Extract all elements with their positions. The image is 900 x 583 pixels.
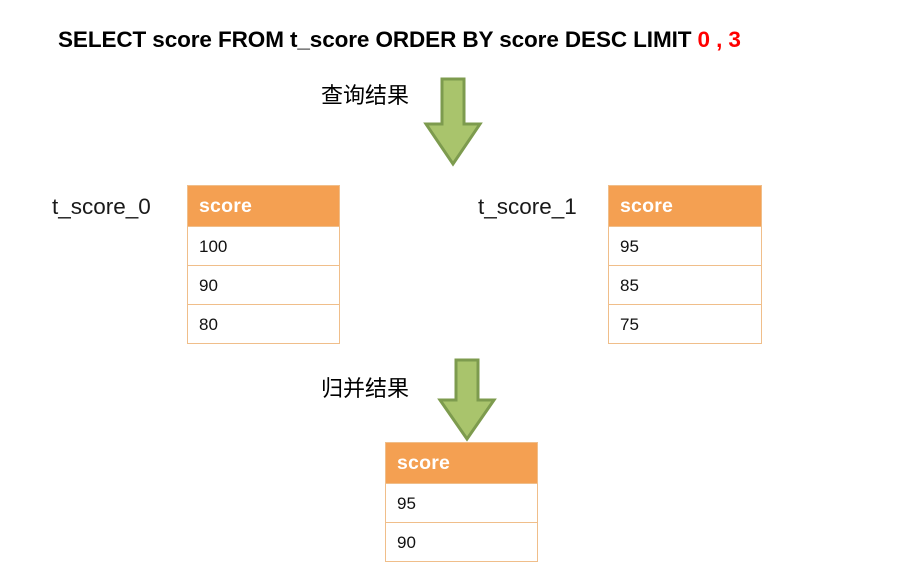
table-merged-result: score 95 90 — [385, 442, 538, 562]
table-header-score-0: score — [188, 186, 339, 226]
table-header-score-merged: score — [386, 443, 537, 483]
table-row: 75 — [609, 304, 761, 343]
table-t-score-0: score 100 90 80 — [187, 185, 340, 344]
step-label-merge-result: 归并结果 — [321, 377, 410, 402]
table-t-score-1: score 95 85 75 — [608, 185, 762, 344]
table-row: 95 — [609, 226, 761, 265]
table-row: 80 — [188, 304, 339, 343]
sql-limit-args: 0 , 3 — [697, 27, 741, 52]
sql-query-prefix: SELECT score FROM t_score ORDER BY score… — [58, 27, 698, 52]
table-row: 85 — [609, 265, 761, 304]
sql-query-title: SELECT score FROM t_score ORDER BY score… — [58, 27, 741, 53]
table-row: 90 — [188, 265, 339, 304]
table-row: 95 — [386, 483, 537, 522]
table-row: 100 — [188, 226, 339, 265]
table-row: 90 — [386, 522, 537, 561]
table-label-t-score-1: t_score_1 — [478, 194, 577, 219]
down-arrow-query-icon — [423, 77, 483, 167]
table-label-t-score-0: t_score_0 — [52, 194, 151, 219]
table-header-score-1: score — [609, 186, 761, 226]
step-label-query-result: 查询结果 — [321, 84, 410, 109]
down-arrow-merge-icon — [436, 358, 498, 442]
